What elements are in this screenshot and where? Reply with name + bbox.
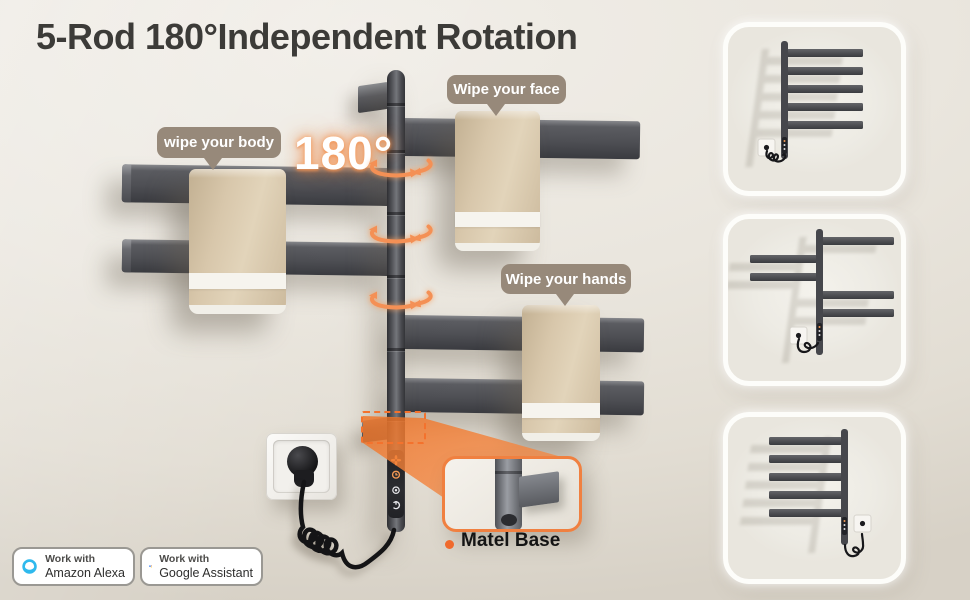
- rotation-arrow-icon: [369, 224, 433, 244]
- page-title: 5-Rod 180°Independent Rotation: [36, 16, 578, 57]
- thumbnail-rack-all-rods-left: [723, 412, 906, 584]
- rotation-arrow-icon: [369, 158, 433, 178]
- thumbnail-rack-all-rods-right: [723, 22, 906, 196]
- google-assistant-icon: [149, 565, 153, 568]
- towel-hands: [522, 305, 600, 441]
- metal-base-bullet: [445, 540, 454, 549]
- towel-face: [455, 111, 540, 251]
- highlight-dashed-box: [361, 411, 426, 444]
- speech-bubble-body: wipe your body: [157, 127, 281, 170]
- rotation-arrow-icon: [369, 290, 433, 310]
- speech-bubble-face: Wipe your face: [447, 75, 566, 116]
- towel-body: [189, 169, 286, 314]
- thumbnail-rack-rods-alternating: [723, 214, 906, 386]
- metal-base-inset: [442, 456, 582, 532]
- speech-bubble-hands: Wipe your hands: [501, 264, 631, 306]
- power-icon: [391, 500, 401, 510]
- clock-icon: [391, 470, 401, 479]
- amazon-alexa-icon: [22, 559, 37, 574]
- metal-base-label: Matel Base: [461, 530, 561, 551]
- timer-icon: [392, 486, 400, 495]
